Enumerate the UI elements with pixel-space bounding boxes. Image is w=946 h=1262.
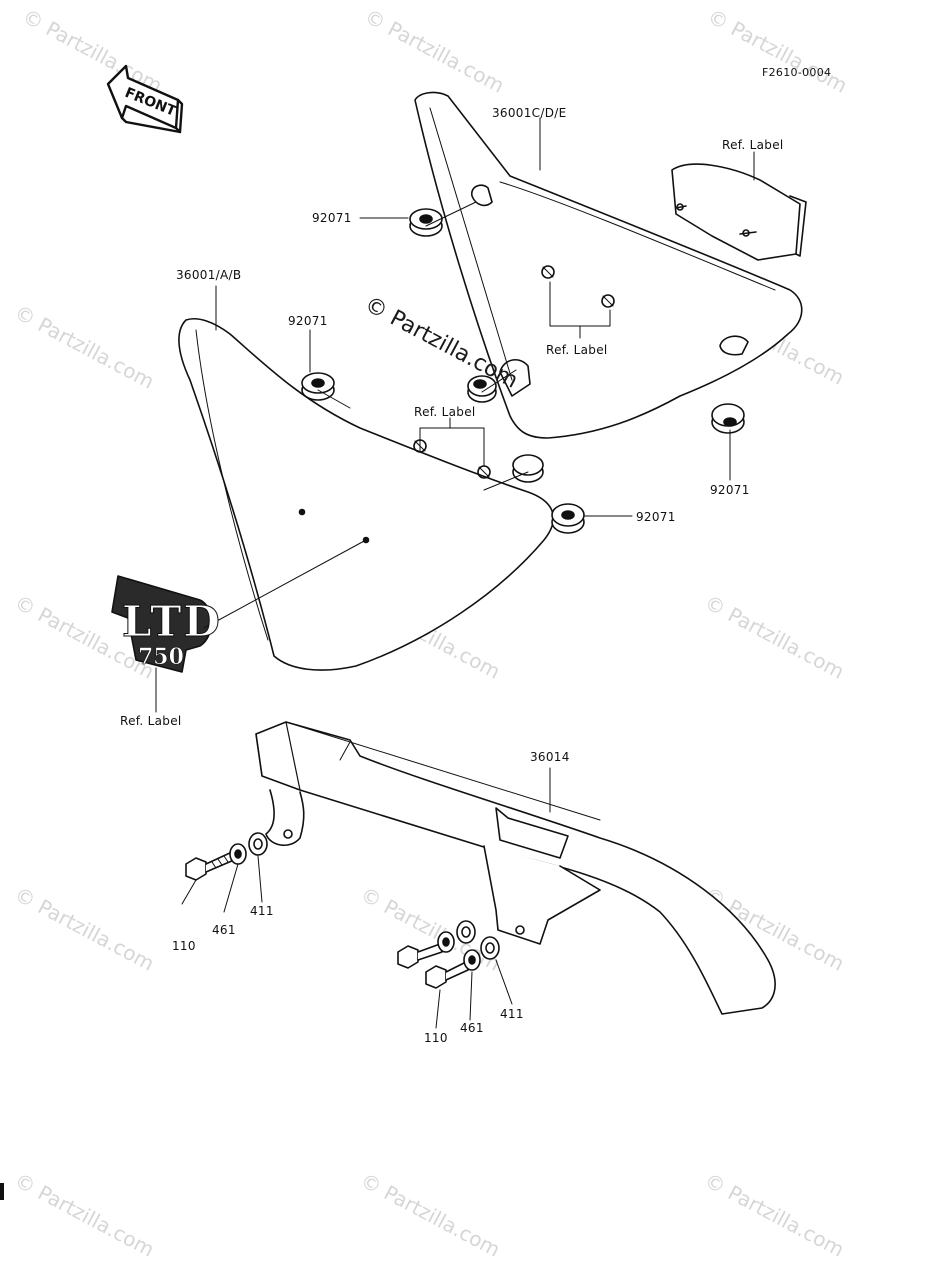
badge-text-750: 750 (138, 644, 184, 670)
flat-washer-icon (480, 936, 500, 960)
ltd-750-badge (111, 575, 212, 673)
part-label-92071: 92071 (288, 314, 328, 328)
part-label-411: 411 (500, 1007, 524, 1021)
part-label-461: 461 (212, 923, 236, 937)
part-label-36001ab: 36001/A/B (176, 268, 242, 282)
parts-diagram: LTD 750 FRONT (106, 64, 807, 1029)
ref-label-right-cover: Ref. Label (546, 343, 608, 357)
part-label-411: 411 (250, 904, 274, 918)
part-label-92071: 92071 (636, 510, 676, 524)
part-label-92071: 92071 (710, 483, 750, 497)
lock-washer-icon (463, 949, 481, 971)
page-edge-mark (0, 1183, 4, 1200)
lock-washer-icon (229, 843, 247, 865)
part-label-461: 461 (460, 1021, 484, 1035)
bolt-icon (397, 943, 443, 969)
bolt-icon (425, 961, 469, 989)
part-label-110: 110 (172, 939, 196, 953)
part-label-36014: 36014 (530, 750, 570, 764)
right-side-cover (414, 91, 803, 439)
ref-label-badge: Ref. Label (120, 714, 182, 728)
grommet-icon (711, 403, 745, 434)
grommet-icon (551, 503, 585, 534)
part-label-92071: 92071 (312, 211, 352, 225)
part-label-36001cde: 36001C/D/E (492, 106, 567, 120)
lock-washer-icon (437, 931, 455, 953)
bolt-icon (185, 851, 235, 881)
badge-text-ltd: LTD (122, 597, 222, 646)
ref-label-top-right: Ref. Label (722, 138, 784, 152)
front-arrow-icon (106, 64, 184, 134)
part-label-110: 110 (424, 1031, 448, 1045)
figure-id: F2610-0004 (762, 66, 832, 79)
ref-label-left-cover: Ref. Label (414, 405, 476, 419)
grommet-icon (512, 454, 544, 483)
flat-washer-icon (248, 832, 268, 856)
chain-guard (255, 721, 776, 1015)
reference-label-plate (671, 163, 807, 261)
flat-washer-icon (456, 920, 476, 944)
grommet-icon (409, 208, 443, 237)
leader-lines (155, 117, 755, 1029)
